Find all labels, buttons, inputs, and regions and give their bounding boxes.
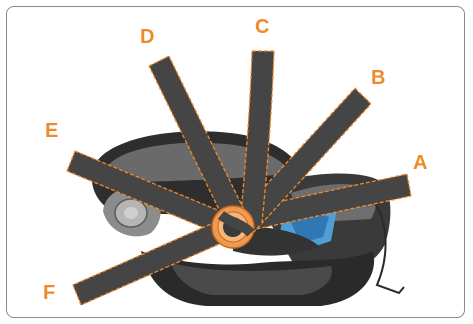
illustration-frame: A B C D E F <box>6 6 465 318</box>
label-f: F <box>43 282 55 304</box>
strap-diagram: A B C D E F <box>7 7 465 318</box>
label-a: A <box>413 152 427 174</box>
label-d: D <box>140 26 154 48</box>
label-b: B <box>371 67 385 89</box>
label-e: E <box>45 120 58 142</box>
label-c: C <box>255 16 269 38</box>
pivot-ring <box>212 206 254 248</box>
adjuster-dial-center <box>124 207 138 219</box>
